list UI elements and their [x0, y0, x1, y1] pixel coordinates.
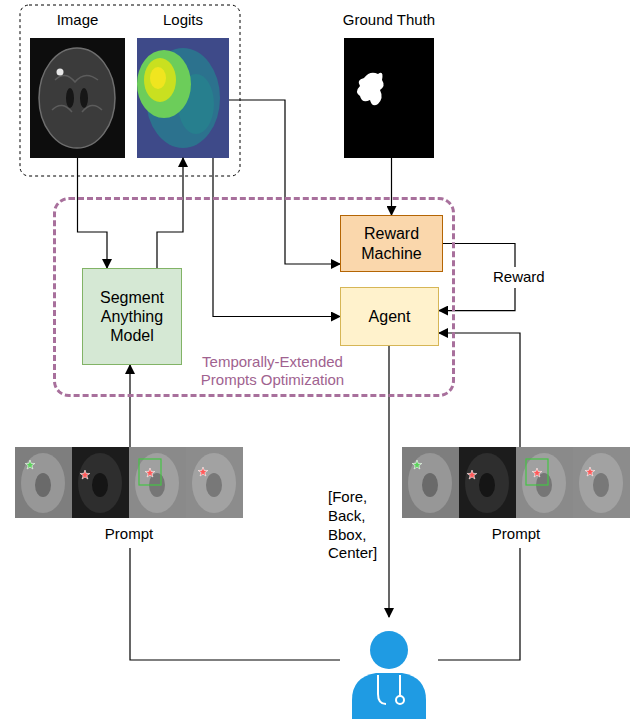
edge-label: Reward — [491, 267, 547, 288]
image-panel: Image — [30, 10, 125, 158]
mri-image — [30, 38, 125, 158]
prompt-panel: Prompt — [402, 447, 630, 544]
action-arrow — [388, 346, 389, 617]
doctor-icon — [396, 696, 404, 704]
panel-caption: Prompt — [15, 524, 243, 544]
action-arrow — [389, 346, 390, 617]
connector — [391, 158, 392, 215]
doctor-icon — [399, 675, 401, 696]
ground-truth-mask — [344, 38, 434, 158]
image-group-frame — [20, 5, 240, 176]
doctor-icon — [340, 618, 438, 719]
mri-image — [52, 75, 102, 112]
reward-box: Reward Machine — [340, 215, 443, 272]
panel-heading: Ground Thuth — [343, 10, 435, 30]
box-label: Agent — [369, 307, 411, 326]
optimization-region: Temporally-Extended Prompts Optimization… — [53, 197, 455, 397]
region-title: Temporally-Extended Prompts Optimization — [185, 353, 360, 389]
mri-image — [39, 48, 115, 148]
panel-heading: Image — [57, 10, 99, 30]
mri-image — [80, 88, 88, 108]
ground-truth-mask — [344, 38, 434, 158]
logits-heatmap — [137, 38, 229, 158]
logits-heatmap — [150, 67, 166, 89]
agent-box: Agent — [340, 287, 439, 346]
image-panel: Ground Thuth — [344, 10, 434, 158]
image-panel: Logits — [137, 10, 229, 158]
connector — [213, 158, 340, 317]
connector — [78, 158, 108, 268]
box-label: Reward Machine — [345, 224, 438, 262]
panel-heading: Logits — [163, 10, 203, 30]
feedback-lines — [130, 548, 340, 660]
logits-heatmap — [144, 58, 176, 102]
prompt-images — [15, 447, 630, 518]
mri-image — [66, 88, 74, 108]
logits-heatmap — [137, 38, 229, 158]
mri-image — [57, 69, 64, 76]
connector — [157, 158, 183, 268]
image-group-frame — [20, 5, 240, 176]
prompt-panel: Prompt — [15, 447, 243, 544]
connector — [129, 365, 130, 447]
feedback-lines — [438, 548, 520, 660]
action-list: [Fore, Back, Bbox, Center] — [328, 488, 377, 563]
box-label: Segment Anything Model — [87, 288, 177, 346]
prompt-images — [402, 447, 630, 518]
doctor-icon — [370, 631, 408, 669]
doctor-icon — [340, 618, 438, 719]
doctor-icon — [352, 673, 426, 719]
panel-caption: Prompt — [402, 524, 630, 544]
feedback-lines — [130, 548, 520, 660]
doctor-icon — [378, 675, 386, 704]
ground-truth-mask — [357, 73, 384, 106]
logits-heatmap — [137, 50, 191, 118]
mri-image — [30, 38, 125, 158]
connector — [439, 333, 520, 447]
model-box: Segment Anything Model — [82, 268, 182, 365]
connector — [229, 100, 340, 264]
prompt-images — [15, 447, 243, 518]
